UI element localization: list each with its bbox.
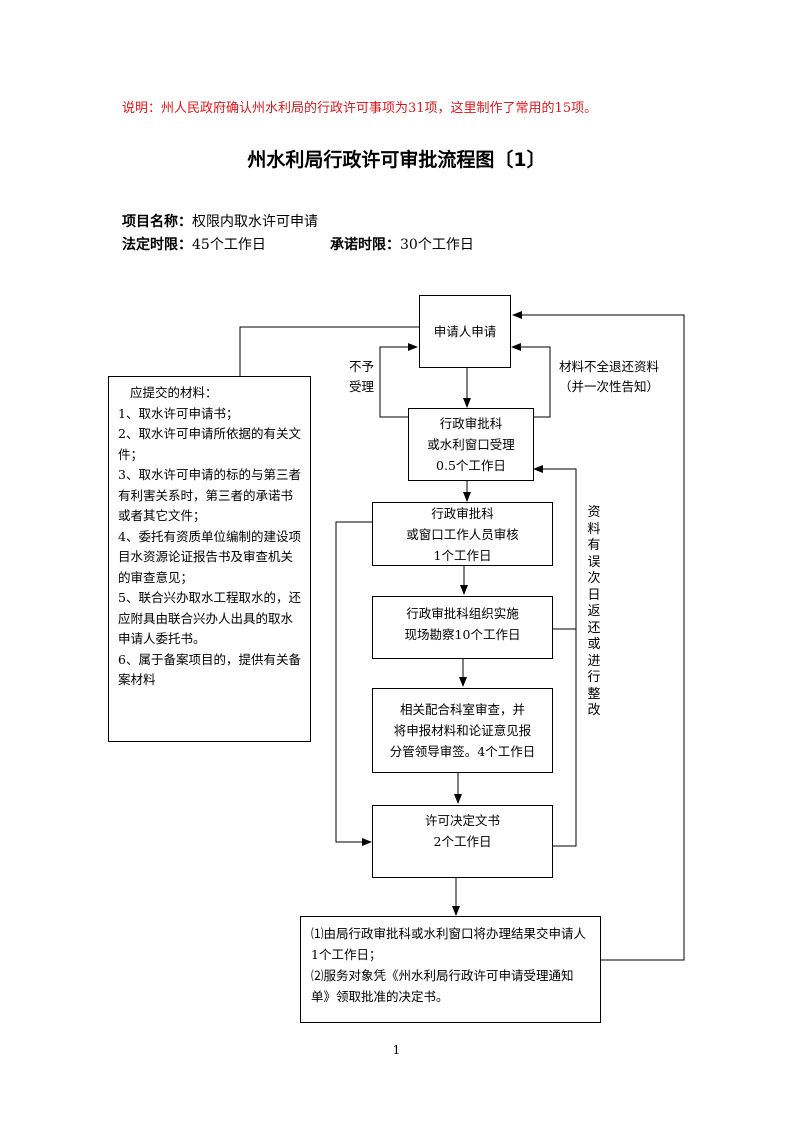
materials-item-4: 4、委托有资质单位编制的建设项目水资源论证报告书及审查机关的审查意见； bbox=[118, 528, 301, 585]
line-materials-to-applicant bbox=[239, 326, 419, 376]
accept-line-1: 行政审批科 bbox=[439, 416, 503, 431]
joint-review-line-1: 相关配合科室审查，并 bbox=[399, 702, 525, 717]
return-label-vertical: 资料有误次日返还或进行整改 bbox=[587, 505, 601, 718]
accept-box: 行政审批科 或水利窗口受理 0.5个工作日 bbox=[408, 408, 534, 481]
arrow-reject-loop bbox=[379, 343, 418, 418]
result-box: ⑴由局行政审批科或水利窗口将办理结果交申请人1个工作日； ⑵服务对象凭《州水利局… bbox=[300, 916, 601, 1023]
incomplete-line-1: 材料不全退还资料 bbox=[559, 359, 660, 374]
joint-review-line-2: 将申报材料和论证意见报 bbox=[393, 723, 532, 738]
materials-item-3: 3、取水许可申请的标的与第三者有利害关系时，第三者的承诺书或者其它文件； bbox=[118, 467, 301, 523]
materials-item-5: 5、联合兴办取水工程取水的，还应附具由联合兴办人出具的取水申请人委托书。 bbox=[118, 590, 301, 646]
incomplete-label: 材料不全退还资料 （并一次性告知） bbox=[559, 357, 659, 397]
review-box: 行政审批科 或窗口工作人员审核 1个工作日 bbox=[372, 502, 553, 566]
joint-review-line-3: 分管领导审签。4个工作日 bbox=[389, 744, 536, 759]
survey-box: 行政审批科组织实施 现场勘察10个工作日 bbox=[372, 596, 553, 659]
review-line-3: 1个工作日 bbox=[433, 548, 492, 563]
accept-line-3: 0.5个工作日 bbox=[436, 458, 506, 473]
reject-line-1: 不予 bbox=[349, 359, 375, 374]
arrow-return-to-accept bbox=[533, 465, 577, 847]
materials-box: 应提交的材料： 1、取水许可申请书； 2、取水许可申请所依据的有关文件； 3、取… bbox=[108, 376, 311, 742]
result-line-1: ⑴由局行政审批科或水利窗口将办理结果交申请人1个工作日； bbox=[311, 926, 587, 962]
reject-label: 不予 受理 bbox=[349, 357, 374, 397]
accept-line-2: 或水利窗口受理 bbox=[427, 437, 515, 452]
decision-line-2: 2个工作日 bbox=[433, 834, 492, 849]
page-number: 1 bbox=[392, 1043, 401, 1057]
promise-time-line: 承诺时限：30个工作日 bbox=[330, 234, 474, 254]
arrow-review-bypass bbox=[335, 521, 372, 846]
materials-item-1: 1、取水许可申请书； bbox=[118, 405, 239, 421]
promise-time-value: 30个工作日 bbox=[400, 237, 474, 253]
review-line-2: 或窗口工作人员审核 bbox=[406, 527, 519, 542]
page-title: 州水利局行政许可审批流程图〔1〕 bbox=[247, 149, 546, 171]
arrow-incomplete-loop bbox=[510, 343, 551, 418]
promise-time-label: 承诺时限： bbox=[330, 237, 400, 253]
applicant-box: 申请人申请 bbox=[419, 295, 511, 368]
joint-review-box: 相关配合科室审查，并 将申报材料和论证意见报 分管领导审签。4个工作日 bbox=[372, 688, 553, 773]
legal-time-value: 45个工作日 bbox=[192, 237, 266, 253]
decision-box: 许可决定文书 2个工作日 bbox=[372, 805, 553, 878]
reject-line-2: 受理 bbox=[349, 379, 375, 394]
legal-time-label: 法定时限： bbox=[122, 237, 192, 253]
decision-line-1: 许可决定文书 bbox=[424, 813, 500, 828]
incomplete-line-2: （并一次性告知） bbox=[559, 379, 660, 394]
note-text: 说明：州人民政府确认州水利局的行政许可事项为31项，这里制作了常用的15项。 bbox=[122, 101, 598, 116]
result-line-2: ⑵服务对象凭《州水利局行政许可申请受理通知单》领取批准的决定书。 bbox=[311, 968, 574, 1004]
materials-heading: 应提交的材料： bbox=[130, 385, 218, 400]
survey-line-1: 行政审批科组织实施 bbox=[406, 606, 519, 621]
project-name-value: 权限内取水许可申请 bbox=[192, 214, 318, 230]
applicant-label: 申请人申请 bbox=[433, 324, 497, 339]
review-line-1: 行政审批科 bbox=[431, 506, 494, 521]
survey-line-2: 现场勘察10个工作日 bbox=[404, 627, 521, 642]
arrow-result-to-applicant bbox=[512, 311, 685, 961]
materials-item-2: 2、取水许可申请所依据的有关文件； bbox=[118, 426, 301, 462]
materials-item-6: 6、属于备案项目的，提供有关备案材料 bbox=[118, 651, 301, 688]
project-name-line: 项目名称：权限内取水许可申请 bbox=[122, 211, 318, 231]
project-name-label: 项目名称： bbox=[122, 214, 192, 230]
legal-time-line: 法定时限：45个工作日 bbox=[122, 234, 266, 254]
